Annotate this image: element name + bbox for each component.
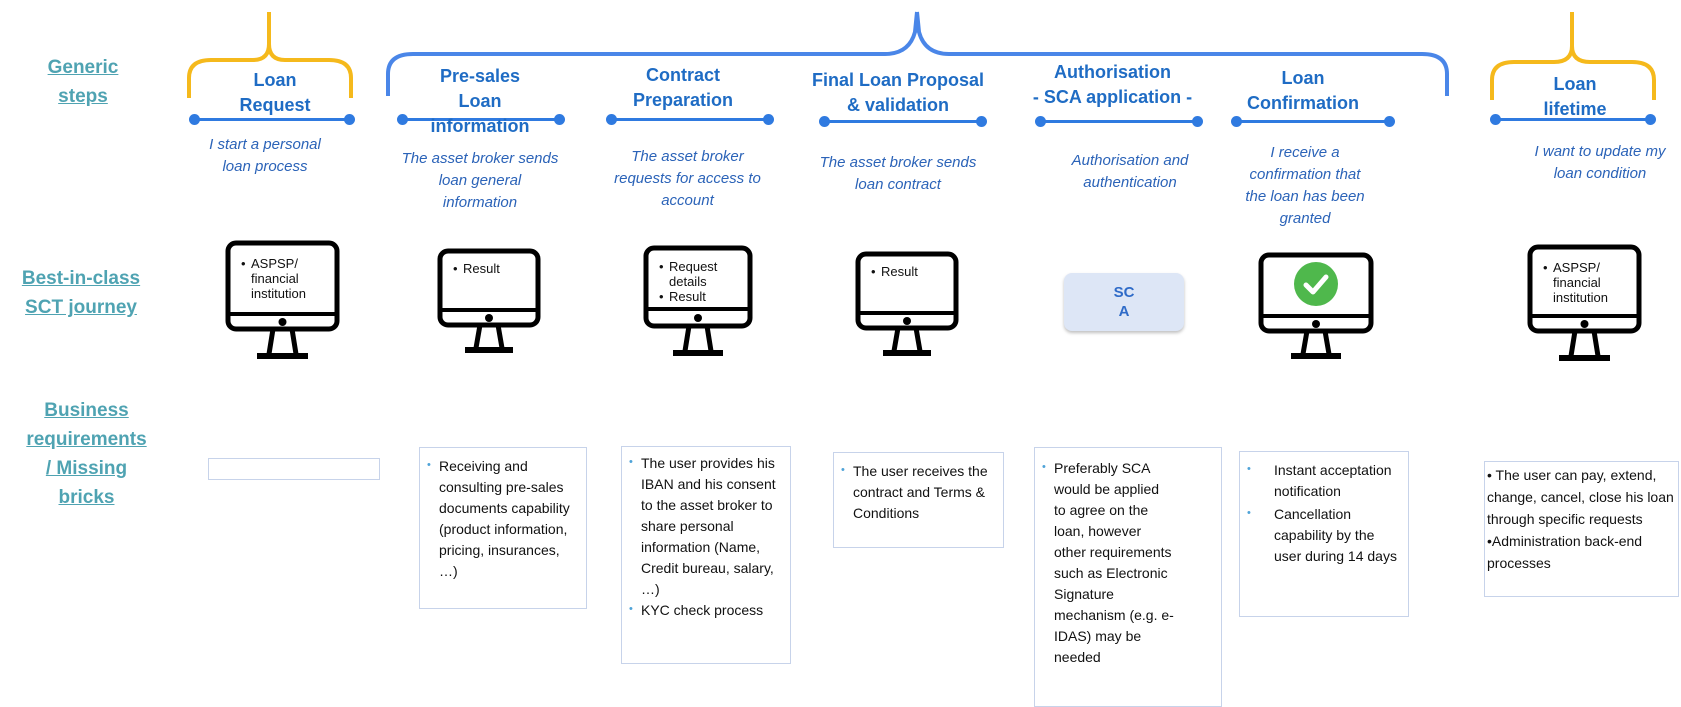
step-title-line: Authorisation — [1054, 62, 1171, 82]
step-desc-line: loan contract — [855, 176, 941, 193]
step-desc-line: loan process — [222, 158, 308, 175]
requirement-item: Receiving and consulting pre-sales docum… — [422, 455, 582, 582]
step-title-loan-request: Loan Request — [200, 68, 350, 118]
requirement-item: Instant acceptation notification — [1242, 459, 1404, 502]
step-title-line: Loan — [1281, 68, 1325, 88]
requirements-box-pre-sales: Receiving and consulting pre-sales docum… — [419, 447, 587, 609]
step-title-line: & validation — [846, 95, 949, 115]
step-desc-pre-sales: The asset broker sends loan general info… — [390, 148, 570, 214]
monitor-icon: Result — [855, 251, 959, 361]
row-label-line: SCT journey — [25, 297, 137, 318]
step-title-line: Pre-sales — [439, 66, 521, 86]
requirement-item: • The user can pay, extend, change, canc… — [1487, 467, 1674, 527]
monitor-icon: ASPSP/ financial institution — [225, 240, 340, 364]
step-desc-loan-confirmation: I receive a confirmation that the loan h… — [1225, 142, 1385, 230]
row-label-line: Generic — [47, 57, 119, 78]
blue-brace-main-steps — [386, 11, 1449, 96]
step-title-pre-sales: Pre-sales Loan information — [410, 64, 550, 139]
step-title-loan-confirmation: Loan Confirmation — [1228, 66, 1378, 116]
monitor-screen-text: Request details Result — [659, 259, 745, 309]
step-bar — [606, 114, 774, 125]
step-title-line: Loan — [458, 91, 502, 111]
monitor-screen-text: Result — [871, 264, 951, 279]
requirement-item: The user provides his IBAN and his conse… — [624, 452, 786, 600]
requirement-item: The user receives the contract and Terms… — [836, 460, 999, 524]
step-desc-line: granted — [1279, 210, 1331, 227]
step-title-line: Loan — [253, 70, 297, 90]
step-desc-line: I receive a — [1270, 144, 1340, 161]
step-title-loan-lifetime: Loan lifetime — [1505, 72, 1645, 122]
row-label-line: steps — [58, 86, 108, 107]
requirement-item: •Administration back-end processes — [1487, 533, 1643, 571]
step-desc-line: The asset broker sends — [819, 154, 977, 171]
step-title-line: Final Loan Proposal — [811, 70, 985, 90]
row-label-line: bricks — [58, 487, 115, 508]
monitor-icon: Result — [437, 248, 541, 358]
step-desc-line: loan general — [438, 172, 522, 189]
row-label-line: requirements — [26, 429, 147, 450]
row-label-line: / Missing — [45, 458, 128, 479]
step-bar — [1490, 114, 1656, 125]
requirements-box-authorisation: Preferably SCA would be applied to agree… — [1034, 447, 1222, 707]
step-title-final-loan-proposal: Final Loan Proposal & validation — [808, 68, 988, 118]
step-desc-line: requests for access to — [614, 170, 761, 187]
step-desc-line: Authorisation and — [1071, 152, 1189, 169]
requirement-item: Preferably SCA would be applied to agree… — [1037, 457, 1174, 668]
monitor-icon — [1258, 252, 1374, 364]
step-desc-line: I want to update my — [1534, 143, 1666, 160]
row-label-business-requirements: Business requirements / Missing bricks — [14, 396, 159, 512]
requirements-box-loan-lifetime: • The user can pay, extend, change, canc… — [1484, 461, 1679, 597]
step-title-line: - SCA application - — [1032, 87, 1193, 107]
requirements-box-loan-request — [208, 458, 380, 480]
requirement-item: KYC check process — [624, 599, 786, 621]
step-title-line: Request — [239, 95, 311, 115]
checkmark-icon — [1294, 262, 1338, 306]
step-bar — [189, 114, 355, 125]
yellow-brace-loan-lifetime — [1490, 12, 1656, 100]
step-title-authorisation: Authorisation - SCA application - — [1025, 60, 1200, 110]
step-title-line: information — [430, 116, 530, 136]
requirements-box-contract-preparation: The user provides his IBAN and his conse… — [621, 446, 791, 664]
step-bar — [397, 114, 565, 125]
step-desc-loan-lifetime: I want to update my loan condition — [1520, 141, 1680, 185]
row-label-line: Best-in-class — [21, 268, 141, 289]
step-bar — [1231, 116, 1395, 127]
row-label-generic-steps: Generic steps — [18, 53, 148, 111]
step-desc-line: account — [661, 192, 714, 209]
row-label-sct-journey: Best-in-class SCT journey — [6, 264, 156, 322]
sca-badge: SC A — [1064, 273, 1184, 331]
step-desc-line: I start a personal — [209, 136, 321, 153]
requirements-box-final-loan-proposal: The user receives the contract and Terms… — [833, 452, 1004, 548]
step-desc-line: The asset broker sends — [401, 150, 559, 167]
monitor-icon: ASPSP/ financial institution — [1527, 244, 1642, 366]
yellow-brace-loan-request — [187, 12, 353, 98]
step-desc-line: confirmation that — [1249, 166, 1361, 183]
step-title-line: Confirmation — [1247, 93, 1359, 113]
step-title-contract-preparation: Contract Preparation — [608, 63, 758, 113]
monitor-screen-text: ASPSP/ financial institution — [1543, 260, 1633, 305]
step-bar — [819, 116, 987, 127]
step-desc-authorisation: Authorisation and authentication — [1040, 150, 1220, 194]
step-desc-line: The asset broker — [631, 148, 744, 165]
step-desc-line: information — [442, 194, 518, 211]
step-title-line: Preparation — [632, 90, 734, 110]
monitor-icon: Request details Result — [643, 245, 753, 361]
step-desc-line: the loan has been — [1245, 188, 1365, 205]
step-title-line: lifetime — [1543, 99, 1607, 119]
step-title-line: Loan — [1553, 74, 1597, 94]
row-label-line: Business — [44, 400, 129, 421]
requirements-box-loan-confirmation: Instant acceptation notification Cancell… — [1239, 451, 1409, 617]
monitor-screen-text: Result — [453, 261, 533, 276]
step-bar — [1035, 116, 1203, 127]
step-desc-line: loan condition — [1553, 165, 1647, 182]
monitor-screen-text: ASPSP/ financial institution — [241, 256, 331, 301]
requirement-item: Cancellation capability by the user duri… — [1242, 503, 1404, 567]
step-desc-loan-request: I start a personal loan process — [190, 134, 340, 178]
step-title-line: Contract — [645, 65, 720, 85]
step-desc-final-loan-proposal: The asset broker sends loan contract — [808, 152, 988, 196]
step-desc-line: authentication — [1083, 174, 1177, 191]
step-desc-contract-preparation: The asset broker requests for access to … — [600, 146, 775, 212]
